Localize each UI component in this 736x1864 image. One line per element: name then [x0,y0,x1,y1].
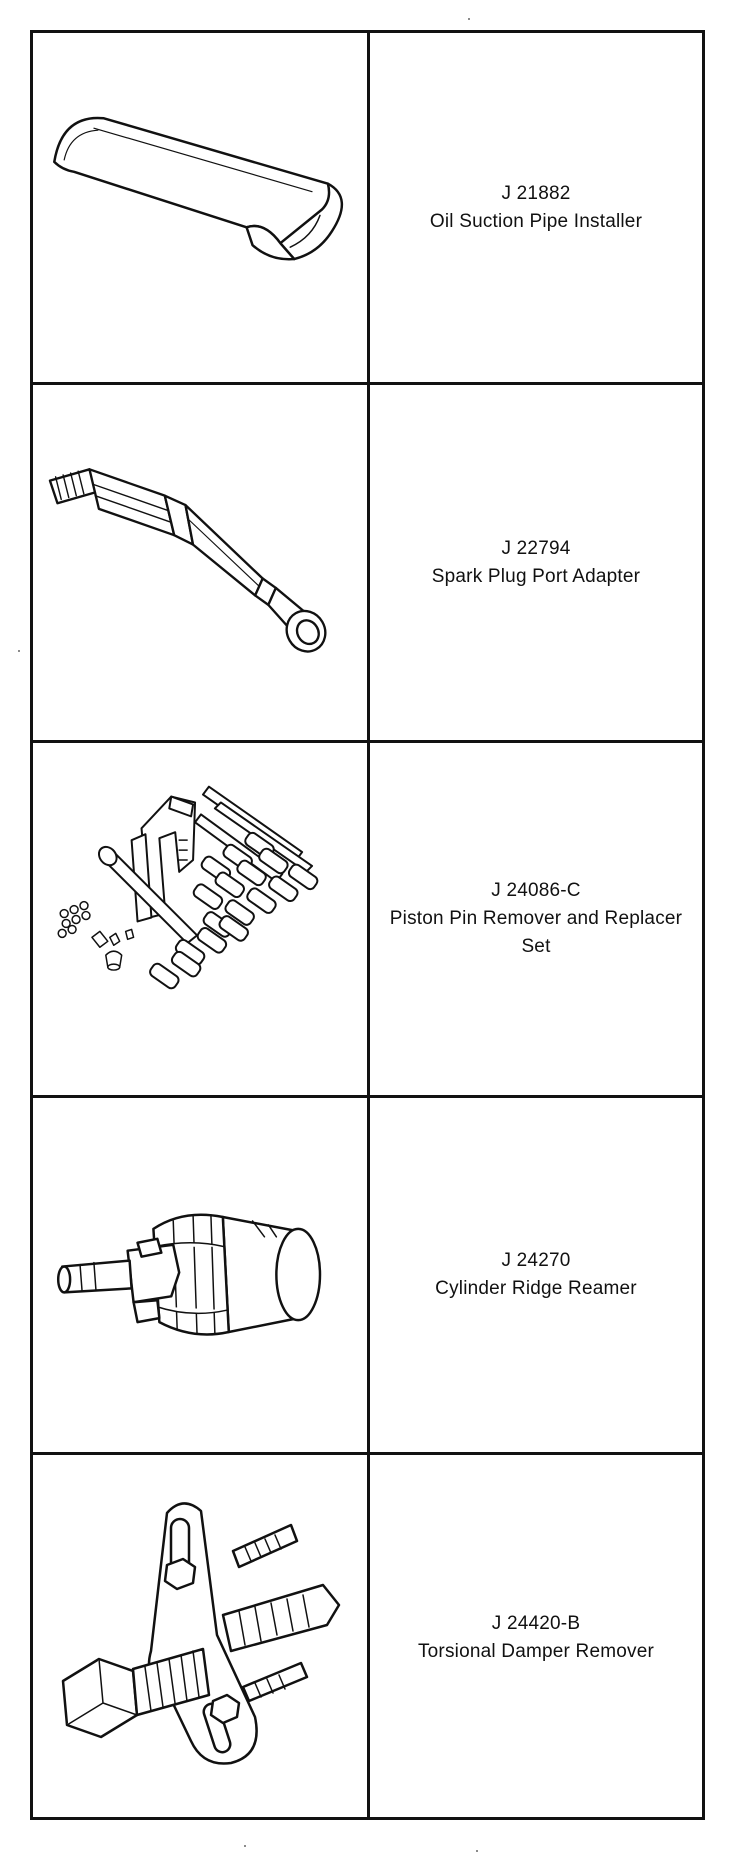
tool-table: J 21882 Oil Suction Pipe Installer [30,30,705,1820]
pin-set-icon [57,785,319,990]
tool-image-cell [33,33,370,382]
tool-row: J 22794 Spark Plug Port Adapter [33,385,702,743]
tool-name: Torsional Damper Remover [417,1640,655,1662]
tool-number: J 21882 [501,182,571,204]
tool-label-cell: J 24086-C Piston Pin Remover and Replace… [370,743,702,1095]
scan-speck [244,1845,246,1847]
tool-label-cell: J 21882 Oil Suction Pipe Installer [370,33,702,382]
tool-image-cell [33,385,370,740]
tool-image-cell [33,743,370,1095]
tool-row: J 24420-B Torsional Damper Remover [33,1455,702,1820]
scan-speck [476,1850,478,1852]
tool-label-cell: J 24420-B Torsional Damper Remover [370,1455,702,1820]
tool-name: Oil Suction Pipe Installer [429,210,643,232]
tool-row: J 24086-C Piston Pin Remover and Replace… [33,743,702,1098]
tool-number: J 22794 [501,537,571,559]
tool-name: Piston Pin Remover and Replacer Set [389,908,683,957]
tool-name: Spark Plug Port Adapter [431,565,641,587]
tool-label-cell: J 24270 Cylinder Ridge Reamer [370,1098,702,1452]
ridge-reamer-icon [56,1213,322,1336]
scan-speck [18,650,20,652]
tool-number: J 24270 [501,1250,571,1271]
tool-number: J 24420-B [491,1612,581,1634]
tool-image-cell [33,1455,370,1820]
tool-row: J 24270 Cylinder Ridge Reamer [33,1098,702,1455]
damper-puller-icon [61,1502,341,1765]
tool-row: J 21882 Oil Suction Pipe Installer [33,33,702,385]
tool-name: Cylinder Ridge Reamer [435,1278,637,1299]
scan-speck [468,18,470,20]
port-adapter-icon [48,468,327,653]
half-pipe-icon [53,116,344,261]
tool-image-cell [33,1098,370,1452]
tool-label-cell: J 22794 Spark Plug Port Adapter [370,385,702,740]
tool-number: J 24086-C [491,880,581,901]
